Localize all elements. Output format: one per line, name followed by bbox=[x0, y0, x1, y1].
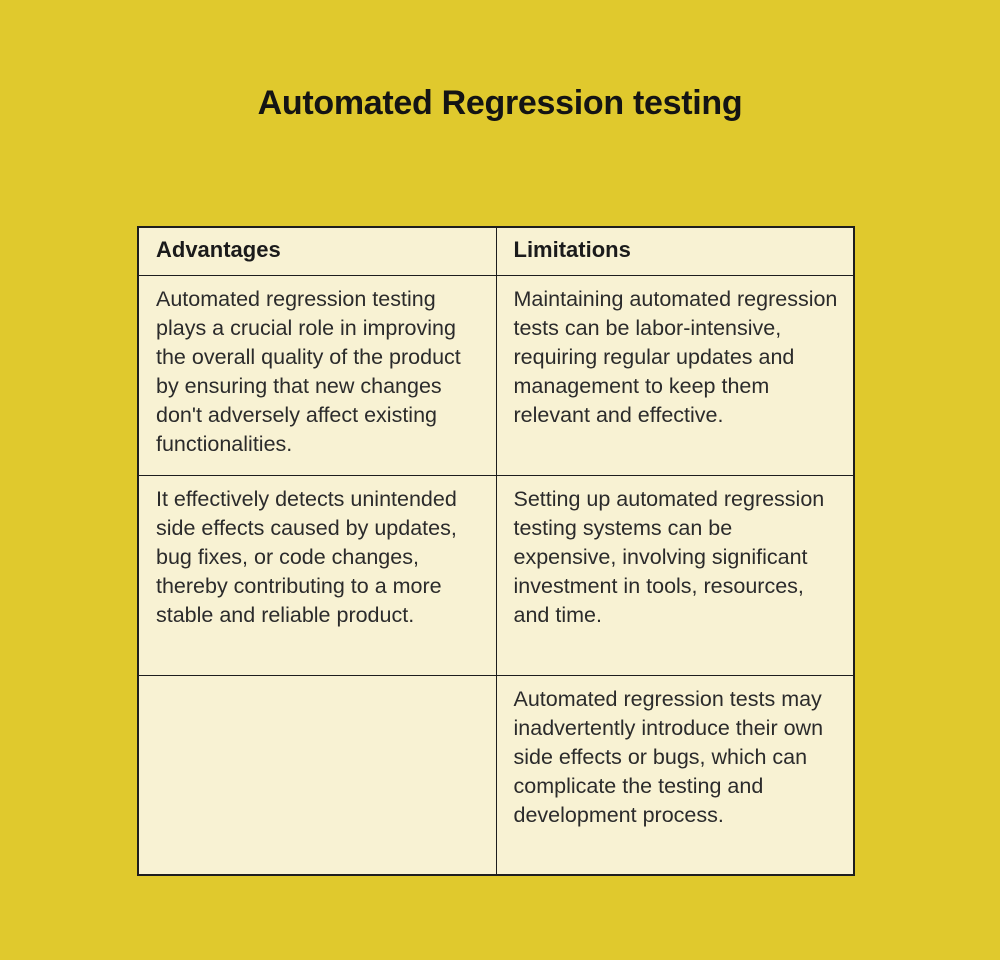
table-row: Automated regression tests may inadverte… bbox=[137, 674, 855, 876]
table-header-row: Advantages Limitations bbox=[137, 226, 855, 276]
advantages-cell-1: Automated regression testing plays a cru… bbox=[137, 274, 497, 476]
column-header-limitations: Limitations bbox=[495, 226, 855, 276]
advantages-limitations-table: Advantages Limitations Automated regress… bbox=[137, 226, 855, 876]
advantages-cell-2: It effectively detects unintended side e… bbox=[137, 474, 497, 676]
table-row: Automated regression testing plays a cru… bbox=[137, 274, 855, 476]
table-row: It effectively detects unintended side e… bbox=[137, 474, 855, 676]
advantages-cell-3-empty bbox=[137, 674, 497, 876]
limitations-cell-3: Automated regression tests may inadverte… bbox=[495, 674, 855, 876]
page-title: Automated Regression testing bbox=[257, 84, 743, 122]
column-header-advantages: Advantages bbox=[137, 226, 497, 276]
limitations-cell-2: Setting up automated regression testing … bbox=[495, 474, 855, 676]
limitations-cell-1: Maintaining automated regression tests c… bbox=[495, 274, 855, 476]
